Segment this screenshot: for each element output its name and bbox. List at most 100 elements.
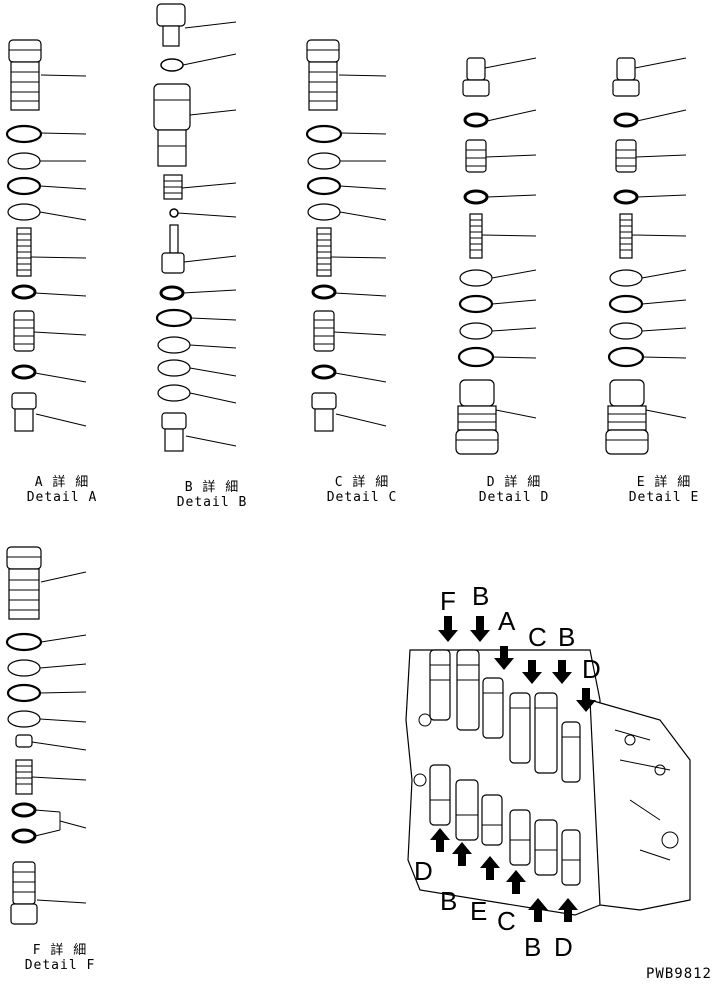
ball — [169, 208, 179, 218]
o-ring — [457, 346, 495, 368]
valve-label-top-1: F — [440, 586, 456, 616]
valve-label-bottom-4: C — [497, 906, 516, 936]
backup-ring — [7, 203, 41, 221]
leader-lines — [177, 21, 237, 447]
o-ring — [5, 632, 43, 652]
spool — [10, 861, 38, 925]
detail-d-parts — [455, 57, 537, 455]
detail-c-parts — [305, 39, 387, 432]
detail-b-caption: B 詳 細 Detail B — [172, 480, 252, 510]
o-ring — [305, 124, 343, 144]
spring — [16, 227, 32, 277]
bottom-valves — [429, 764, 581, 886]
detail-a-en: Detail A — [26, 490, 98, 505]
valve-label-top-5: B — [558, 622, 576, 652]
valve-label-bottom-2: B — [440, 886, 458, 916]
backup-ring — [7, 710, 41, 728]
drawing-id: PWB9812 — [645, 966, 712, 982]
detail-f-caption: F 詳 細 Detail F — [20, 943, 100, 973]
piston — [615, 139, 637, 173]
valve-label-bottom-6: D — [554, 932, 573, 962]
backup-ring — [157, 384, 191, 402]
o-ring — [5, 124, 43, 144]
detail-d-caption: D 詳 細 Detail D — [474, 475, 554, 505]
spring — [469, 213, 483, 259]
spring — [316, 227, 332, 277]
o-ring — [607, 346, 645, 368]
detail-b-parts — [153, 3, 237, 452]
o-ring — [155, 308, 193, 328]
spring — [15, 759, 33, 795]
valve-label-top-6: D — [582, 654, 601, 684]
valve-label-bottom-3: E — [470, 896, 488, 926]
leader-lines — [31, 571, 87, 904]
backup-ring — [7, 659, 41, 677]
valve-label-top-2: B — [472, 581, 490, 611]
backup-ring — [459, 269, 493, 287]
valve-label-top-3: A — [498, 606, 516, 636]
detail-f-parts — [5, 546, 87, 925]
detail-e-caption: E 詳 細 Detail E — [624, 475, 704, 505]
detail-a-jp: A 詳 細 — [34, 475, 90, 490]
seal-ring — [613, 112, 639, 128]
detail-d-en: Detail D — [478, 490, 550, 505]
leader-lines — [631, 57, 687, 419]
o-ring — [608, 294, 644, 314]
backup-ring — [307, 203, 341, 221]
detail-b-en: Detail B — [176, 495, 248, 510]
detail-e-en: Detail E — [628, 490, 700, 505]
seal-ring — [311, 364, 337, 380]
spool — [13, 310, 35, 352]
seal-ring — [463, 112, 489, 128]
o-ring — [458, 294, 494, 314]
o-ring — [306, 176, 342, 196]
backup-ring — [307, 152, 341, 170]
detail-e-parts — [605, 57, 687, 455]
backup-ring — [157, 359, 191, 377]
seal-ring — [11, 284, 37, 300]
detail-f-jp: F 詳 細 — [32, 943, 88, 958]
arrows-down — [438, 616, 596, 712]
o-ring — [6, 176, 42, 196]
o-ring — [6, 683, 42, 703]
detail-e-jp: E 詳 細 — [636, 475, 692, 490]
valve-label-bottom-5: B — [524, 932, 542, 962]
poppet — [311, 392, 337, 432]
detail-a-caption: A 詳 細 Detail A — [22, 475, 102, 505]
cap-part — [15, 734, 33, 748]
detail-a-parts — [5, 39, 87, 432]
detail-f-en: Detail F — [24, 958, 96, 973]
seal-ring — [159, 285, 185, 301]
leader-lines — [30, 74, 87, 427]
poppet — [161, 412, 187, 452]
valve-body — [153, 83, 191, 167]
backup-ring — [459, 322, 493, 340]
seal-ring — [463, 189, 489, 205]
spring — [163, 174, 183, 200]
seal-ring — [11, 364, 37, 380]
arrows-up — [430, 828, 578, 922]
plug-part — [462, 57, 490, 97]
seal-ring — [311, 284, 337, 300]
backup-ring — [157, 336, 191, 354]
detail-c-jp: C 詳 細 — [334, 475, 390, 490]
top-valves — [429, 649, 581, 783]
seal-ring — [613, 189, 639, 205]
spring — [619, 213, 633, 259]
backup-ring — [609, 269, 643, 287]
plug-part — [612, 57, 640, 97]
backup-ring — [609, 322, 643, 340]
detail-b-jp: B 詳 細 — [184, 480, 240, 495]
o-ring — [160, 58, 184, 72]
leader-lines — [481, 57, 537, 419]
detail-c-en: Detail C — [326, 490, 398, 505]
seal-ring — [11, 828, 37, 844]
plug-part — [6, 546, 42, 620]
backup-ring — [7, 152, 41, 170]
plug-part — [156, 3, 186, 47]
valve-assembly-view — [405, 616, 691, 922]
valve-body — [455, 379, 499, 455]
valve-label-bottom-1: D — [414, 856, 433, 886]
spool — [313, 310, 335, 352]
poppet-stem — [161, 224, 185, 274]
